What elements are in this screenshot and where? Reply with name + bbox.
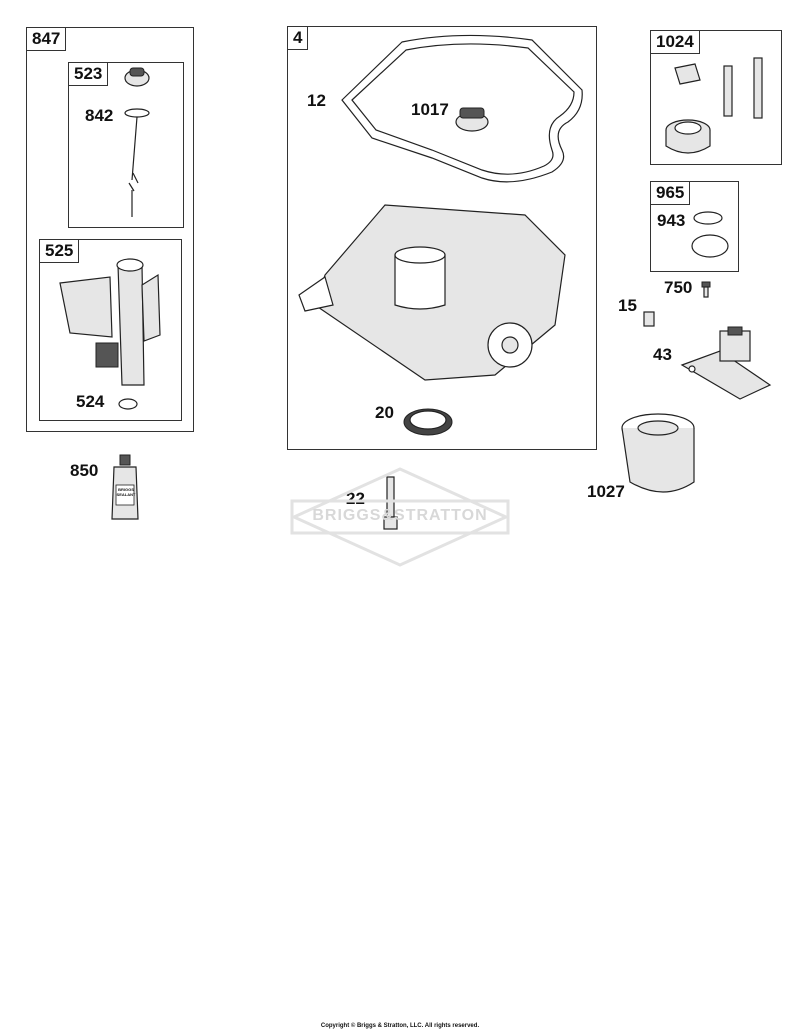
screw-drawing <box>701 281 711 298</box>
sensor-bracket-drawing <box>680 326 772 400</box>
seal-drawing <box>403 408 453 436</box>
kit-965-tag: 965 <box>650 181 691 205</box>
part-43-label: 43 <box>653 345 672 364</box>
kit-4-box: 4 <box>287 26 597 450</box>
oil-filter-drawing <box>621 413 695 493</box>
part-524-label: 524 <box>76 392 105 411</box>
kit-847-tag: 847 <box>26 27 67 51</box>
kit-965-box: 965 <box>650 181 739 272</box>
kit-847-box: 847 <box>26 27 194 432</box>
part-12-label: 12 <box>307 91 326 110</box>
kit-1024-box: 1024 <box>650 30 782 165</box>
kit-523-tag: 523 <box>68 62 109 86</box>
part-1027-label: 1027 <box>587 482 625 501</box>
part-850-label: 850 <box>70 461 99 480</box>
part-20-label: 20 <box>375 403 394 422</box>
sealant-tube-text: BRIGGS SEALANT <box>116 487 136 497</box>
watermark-text: BRIGGS&STRATTON <box>312 507 488 524</box>
part-842-label: 842 <box>85 106 114 125</box>
watermark-logo <box>290 467 510 567</box>
part-1017-label: 1017 <box>411 100 449 119</box>
kit-1024-tag: 1024 <box>650 30 700 54</box>
gasket-drawing <box>341 34 583 183</box>
oil-pump-drawing <box>665 57 763 154</box>
sealant-tube-drawing <box>111 454 139 520</box>
part-750-label: 750 <box>664 278 693 297</box>
bolt-drawing <box>383 476 398 530</box>
plug-drawing <box>643 311 655 327</box>
dipstick-tube-drawing <box>59 258 161 410</box>
cover-drawing <box>691 211 729 258</box>
dipstick-drawing <box>124 67 150 217</box>
kit-525-box: 525 <box>39 239 182 421</box>
copyright-text: Copyright © Briggs & Stratton, LLC. All … <box>320 1023 480 1029</box>
kit-4-tag: 4 <box>287 26 309 50</box>
kit-523-box: 523 <box>68 62 184 228</box>
sump-drawing <box>298 204 566 381</box>
part-943-label: 943 <box>657 211 686 230</box>
part-15-label: 15 <box>618 296 637 315</box>
kit-525-tag: 525 <box>39 239 80 263</box>
part-22-label: 22 <box>346 489 365 508</box>
